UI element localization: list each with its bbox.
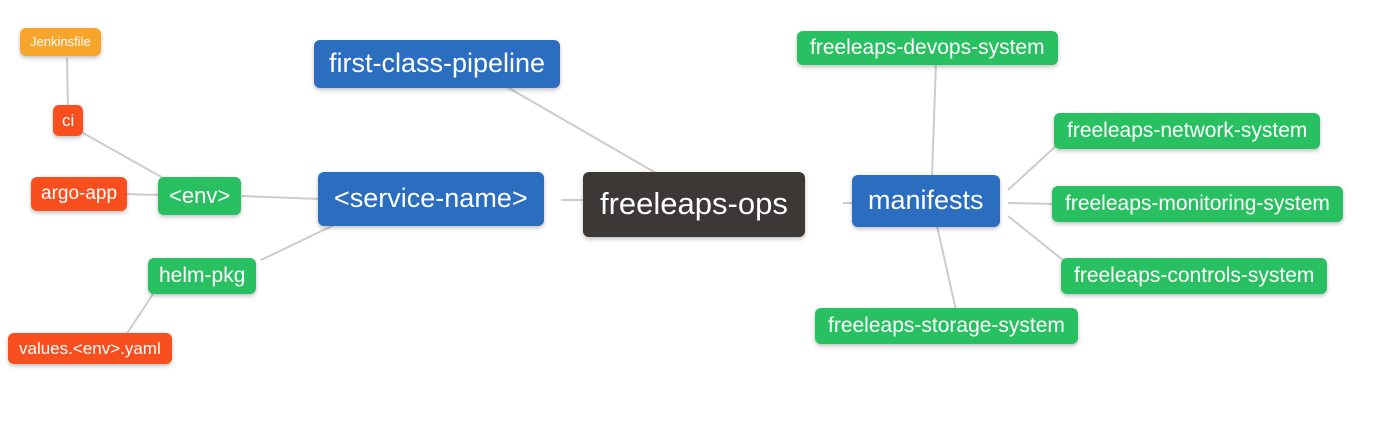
node-argo-app[interactable]: argo-app	[31, 177, 128, 211]
edge-manifests-monitoring	[1007, 202, 1055, 205]
node-jenkinsfile[interactable]: Jenkinsfile	[20, 28, 101, 57]
node-freeleaps-ops-root[interactable]: freeleaps-ops	[583, 172, 805, 237]
node-ci[interactable]: ci	[53, 105, 84, 137]
edge-ci-env	[82, 132, 166, 180]
edge-manifests-network	[1007, 145, 1057, 191]
node-freeleaps-devops-system[interactable]: freeleaps-devops-system	[797, 31, 1058, 66]
edge-argo-env	[120, 193, 161, 196]
edge-helm-values	[125, 293, 154, 336]
edge-service-helm	[260, 224, 335, 261]
node-freeleaps-network-system[interactable]: freeleaps-network-system	[1054, 113, 1321, 150]
node-first-class-pipeline[interactable]: first-class-pipeline	[314, 40, 561, 88]
node-manifests[interactable]: manifests	[852, 175, 1000, 227]
node-values-env-yaml[interactable]: values.<env>.yaml	[8, 333, 172, 365]
node-freeleaps-monitoring-system[interactable]: freeleaps-monitoring-system	[1052, 186, 1343, 223]
node-service-name[interactable]: <service-name>	[318, 172, 544, 226]
node-env[interactable]: <env>	[158, 177, 242, 215]
edge-jenkinsfile-ci	[66, 57, 69, 109]
edge-env-service	[241, 195, 321, 200]
node-helm-pkg[interactable]: helm-pkg	[148, 258, 257, 295]
edge-manifests-storage	[936, 225, 957, 311]
node-freeleaps-storage-system[interactable]: freeleaps-storage-system	[815, 308, 1078, 345]
edge-manifests-controls	[1007, 215, 1065, 262]
edge-manifests-devops	[931, 61, 937, 177]
node-freeleaps-controls-system[interactable]: freeleaps-controls-system	[1061, 258, 1328, 295]
edge-pipeline-root	[506, 86, 657, 174]
